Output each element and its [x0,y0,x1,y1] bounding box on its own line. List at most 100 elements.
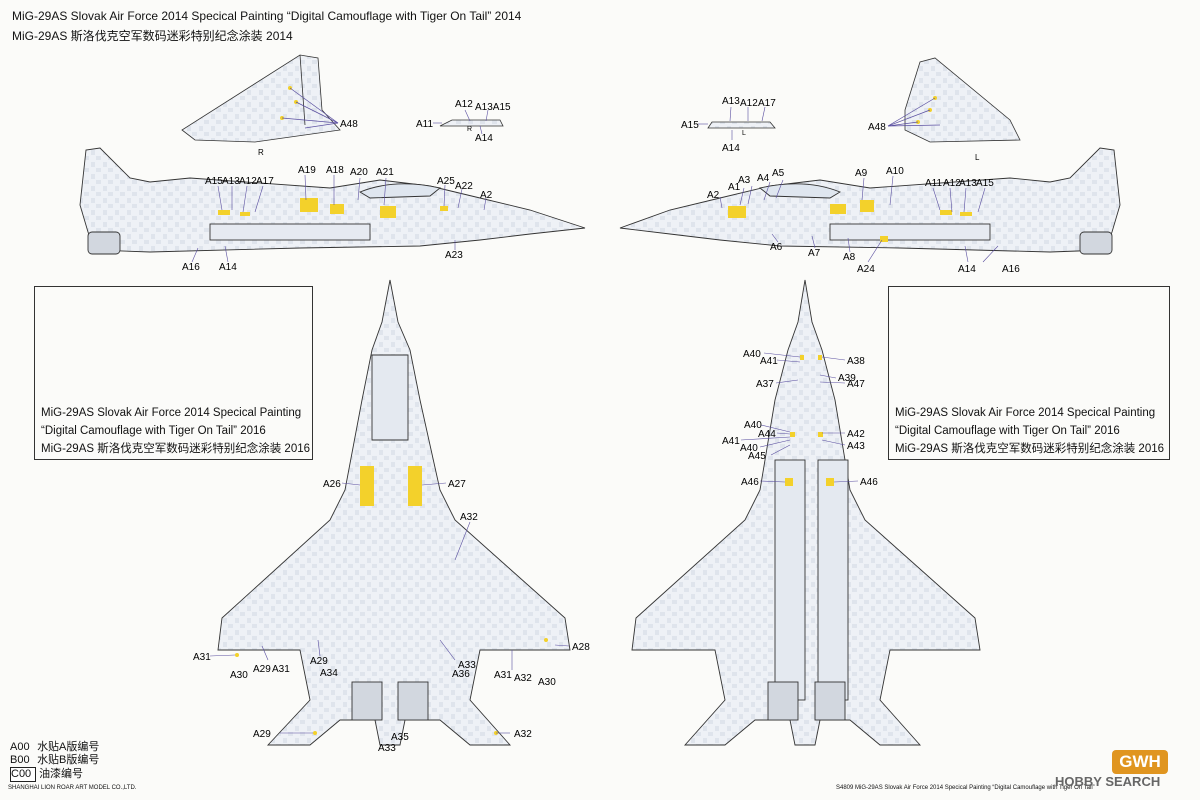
inset-right-line1: MiG-29AS Slovak Air Force 2014 Specical … [895,407,1156,419]
svg-text:A33: A33 [378,743,396,754]
svg-text:A13A15: A13A15 [475,102,511,113]
svg-text:A17: A17 [256,176,274,187]
svg-text:A39: A39 [838,373,856,384]
svg-text:A46: A46 [741,477,759,488]
svg-text:A13: A13 [222,176,240,187]
svg-text:A30: A30 [538,677,556,688]
svg-text:A29: A29 [310,656,328,667]
svg-text:A15: A15 [976,178,994,189]
svg-text:L: L [742,130,746,137]
stabilizer-left [439,119,504,127]
svg-text:A5: A5 [772,168,785,179]
svg-text:A43: A43 [847,441,865,452]
svg-text:A11: A11 [416,119,433,130]
svg-text:A41: A41 [722,436,740,447]
hobby-search-watermark: HOBBY SEARCH [1055,774,1161,789]
product-footer: S4809 MiG-29AS Slovak Air Force 2014 Spe… [836,785,1095,791]
top-view-yellow-marks [235,466,548,735]
svg-text:A15: A15 [681,120,699,131]
svg-text:A31: A31 [193,652,211,663]
svg-text:A11: A11 [925,178,942,189]
leader-lines [281,87,339,129]
svg-text:A15: A15 [205,176,223,187]
svg-text:A32: A32 [460,512,478,523]
inset-left-line3: MiG-29AS 斯洛伐克空军数码迷彩特别纪念涂装 2016 [41,443,311,455]
svg-text:A6: A6 [770,242,783,253]
svg-text:A35: A35 [391,732,409,743]
legend: A00 水贴A版编号 B00 水贴B版编号 C00 油漆编号 [10,741,99,782]
svg-text:A38: A38 [847,356,865,367]
gwh-logo: GWH [1112,750,1168,774]
svg-text:A33: A33 [458,660,476,671]
svg-text:A2: A2 [707,190,720,201]
inset-box-left: MiG-29AS Slovak Air Force 2014 Specical … [34,286,313,460]
svg-text:A26: A26 [323,479,341,490]
camo-yellow-marks-left [218,198,448,218]
svg-text:A12: A12 [455,99,473,110]
svg-text:A41: A41 [760,356,778,367]
svg-text:A30: A30 [230,670,248,681]
svg-text:A10: A10 [886,166,904,177]
svg-text:A8: A8 [843,252,856,263]
svg-text:A12: A12 [239,176,257,187]
svg-text:A42: A42 [847,429,865,440]
svg-text:A27: A27 [448,479,466,490]
svg-text:R: R [467,126,472,133]
svg-text:A32: A32 [514,673,532,684]
svg-text:A1: A1 [728,182,741,193]
legend-item: B00 水贴B版编号 [10,754,99,767]
side-view-left [79,147,586,255]
svg-text:A46: A46 [860,477,878,488]
legend-item: C00 油漆编号 [10,767,99,782]
callout-a48: A48 [340,119,358,130]
svg-text:A23: A23 [445,250,463,261]
camo-yellow-marks-right [728,200,972,242]
legend-code: B00 [10,754,30,766]
svg-text:A48: A48 [868,122,886,133]
svg-text:A44: A44 [758,429,776,440]
sheet-title-en: MiG-29AS Slovak Air Force 2014 Specical … [12,9,522,23]
tail-fin-right-view [181,54,341,143]
svg-text:A16: A16 [1002,264,1020,275]
svg-text:A4: A4 [757,173,770,184]
svg-text:A14: A14 [722,143,740,154]
inset-right-line3: MiG-29AS 斯洛伐克空军数码迷彩特别纪念涂装 2016 [895,443,1165,455]
side-marker-r: R [258,148,264,157]
bottom-view [631,279,981,746]
svg-text:A12: A12 [943,178,961,189]
svg-text:A16: A16 [182,262,200,273]
svg-text:A40: A40 [744,420,762,431]
top-view [217,279,571,746]
svg-text:A7: A7 [808,248,821,259]
stabilizer-right [707,121,776,129]
svg-text:A40: A40 [740,443,758,454]
svg-text:A36: A36 [452,669,470,680]
svg-text:A14: A14 [958,264,976,275]
svg-text:A25: A25 [437,176,455,187]
svg-text:A18: A18 [326,165,344,176]
svg-text:A2: A2 [480,190,493,201]
company-footer: SHANGHAI LION ROAR ART MODEL CO.,LTD. [8,785,137,791]
inset-right-line2: “Digital Camouflage with Tiger On Tail” … [895,425,1120,437]
svg-text:A31: A31 [272,664,290,675]
svg-text:A22: A22 [455,181,473,192]
svg-text:A14: A14 [475,133,493,144]
inset-left-line2: “Digital Camouflage with Tiger On Tail” … [41,425,266,437]
svg-text:L: L [975,153,980,162]
inset-left-line1: MiG-29AS Slovak Air Force 2014 Specical … [41,407,302,419]
svg-text:A13: A13 [722,96,740,107]
svg-text:A17: A17 [758,98,776,109]
svg-text:A32: A32 [514,729,532,740]
svg-text:A9: A9 [855,168,868,179]
svg-text:A31: A31 [494,670,512,681]
svg-text:A34: A34 [320,668,338,679]
legend-label: 油漆编号 [39,768,84,780]
svg-text:A21: A21 [376,167,394,178]
svg-text:A12: A12 [740,98,758,109]
svg-text:A47: A47 [847,379,865,390]
legend-code: A00 [10,741,30,753]
svg-text:A19: A19 [298,165,316,176]
legend-item: A00 水贴A版编号 [10,741,99,754]
svg-text:A3: A3 [738,175,751,186]
svg-text:A28: A28 [572,642,590,653]
